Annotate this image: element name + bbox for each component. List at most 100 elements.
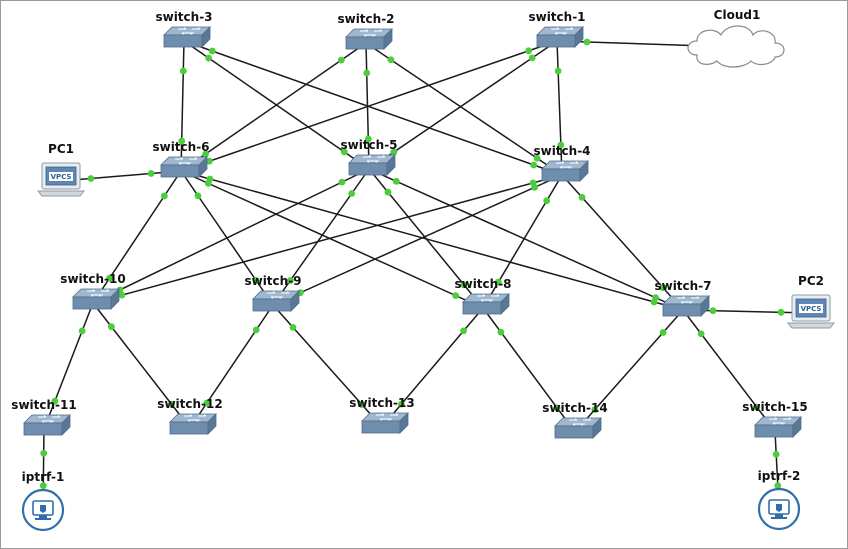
port-dot (39, 482, 47, 490)
port-dot (659, 329, 667, 336)
link-switch-9-switch-12[interactable] (189, 304, 274, 429)
port-dot (390, 148, 398, 156)
link-switch-1-switch-6[interactable] (180, 40, 558, 172)
switch-icon (462, 293, 510, 315)
port-dot (168, 400, 176, 408)
port-dot (392, 177, 400, 185)
port-dot (530, 161, 538, 169)
node-cloud1[interactable]: Cloud1 (687, 8, 785, 68)
node-iptrf-2[interactable]: iptrf-2 (757, 469, 801, 531)
port-dot (528, 54, 536, 62)
node-label: switch-5 (340, 138, 397, 152)
link-switch-8-switch-14[interactable] (482, 307, 576, 433)
link-switch-3-switch-4[interactable] (183, 40, 563, 176)
vpcs-icon: VPCS (36, 162, 86, 197)
node-switch-12[interactable]: switch-12 (157, 397, 223, 435)
port-dot (533, 154, 541, 162)
node-label: PC2 (798, 274, 824, 288)
link-switch-3-switch-6[interactable] (180, 40, 185, 172)
node-switch-11[interactable]: switch-11 (11, 398, 77, 436)
port-dot (525, 47, 533, 55)
port-dot (160, 192, 168, 200)
node-label: switch-3 (155, 10, 212, 24)
node-label: PC1 (48, 142, 74, 156)
port-dot (107, 323, 115, 331)
link-switch-4-switch-9[interactable] (272, 174, 563, 306)
node-pc1[interactable]: VPCS PC1 (36, 142, 86, 197)
port-dot (460, 281, 468, 289)
port-dot (554, 67, 562, 75)
node-label: switch-4 (533, 144, 590, 158)
vpcs-screen-label: VPCS (51, 173, 72, 181)
node-label: switch-11 (11, 398, 76, 412)
iptrf-icon (757, 487, 801, 531)
port-dot (774, 482, 782, 489)
port-dot (337, 56, 345, 64)
link-switch-8-switch-13[interactable] (381, 307, 484, 428)
node-switch-4[interactable]: switch-4 (533, 144, 591, 182)
node-switch-13[interactable]: switch-13 (349, 396, 415, 434)
node-switch-9[interactable]: switch-9 (244, 274, 302, 312)
switch-icon (252, 290, 300, 312)
link-switch-1-switch-4[interactable] (556, 40, 563, 176)
switch-icon (662, 295, 710, 317)
node-switch-6[interactable]: switch-6 (152, 140, 210, 178)
port-dot (364, 135, 372, 143)
node-label: switch-8 (454, 277, 511, 291)
node-switch-2[interactable]: switch-2 (337, 12, 395, 50)
node-label: switch-7 (654, 279, 711, 293)
port-dot (583, 38, 591, 46)
link-switch-4-switch-8[interactable] (482, 174, 563, 309)
link-switch-6-switch-7[interactable] (180, 170, 684, 311)
port-dot (557, 141, 565, 149)
switch-icon (169, 413, 217, 435)
node-label: switch-13 (349, 396, 414, 410)
link-switch-2-switch-6[interactable] (180, 42, 367, 172)
link-switch-7-switch-15[interactable] (682, 309, 776, 432)
link-switch-10-switch-11[interactable] (43, 302, 94, 430)
port-dot (179, 67, 187, 75)
node-switch-7[interactable]: switch-7 (654, 279, 712, 317)
port-dot (87, 175, 95, 182)
port-dot (194, 192, 202, 200)
node-switch-10[interactable]: switch-10 (60, 272, 126, 310)
port-dot (553, 404, 561, 412)
node-switch-8[interactable]: switch-8 (454, 277, 512, 315)
port-dot (78, 327, 86, 335)
port-dot (118, 291, 126, 299)
node-switch-3[interactable]: switch-3 (155, 10, 213, 48)
node-iptrf-1[interactable]: iptrf-1 (22, 470, 65, 532)
port-dot (591, 406, 599, 413)
port-dot (147, 170, 155, 177)
port-dot (659, 284, 667, 292)
link-switch-1-switch-5[interactable] (368, 40, 558, 170)
port-dot (40, 449, 48, 457)
port-dot (398, 400, 405, 408)
link-switch-6-switch-10[interactable] (92, 170, 182, 304)
link-switch-10-switch-12[interactable] (92, 302, 191, 429)
node-label: switch-6 (152, 140, 209, 154)
link-switch-2-switch-4[interactable] (365, 42, 563, 176)
link-switch-5-switch-10[interactable] (92, 168, 370, 304)
switch-icon (541, 160, 589, 182)
node-label: switch-9 (244, 274, 301, 288)
link-switch-4-switch-10[interactable] (92, 174, 563, 304)
switch-icon (160, 156, 208, 178)
link-switch-5-switch-7[interactable] (368, 168, 684, 311)
port-dot (363, 69, 371, 77)
node-switch-14[interactable]: switch-14 (542, 401, 608, 439)
port-dot (578, 193, 586, 201)
node-switch-1[interactable]: switch-1 (528, 10, 586, 48)
node-switch-5[interactable]: switch-5 (340, 138, 398, 176)
switch-icon (361, 412, 409, 434)
port-dot (252, 326, 260, 334)
switch-icon (348, 154, 396, 176)
link-switch-6-switch-8[interactable] (180, 170, 484, 309)
port-dot (252, 276, 260, 284)
node-switch-15[interactable]: switch-15 (742, 400, 808, 438)
switch-icon (23, 414, 71, 436)
